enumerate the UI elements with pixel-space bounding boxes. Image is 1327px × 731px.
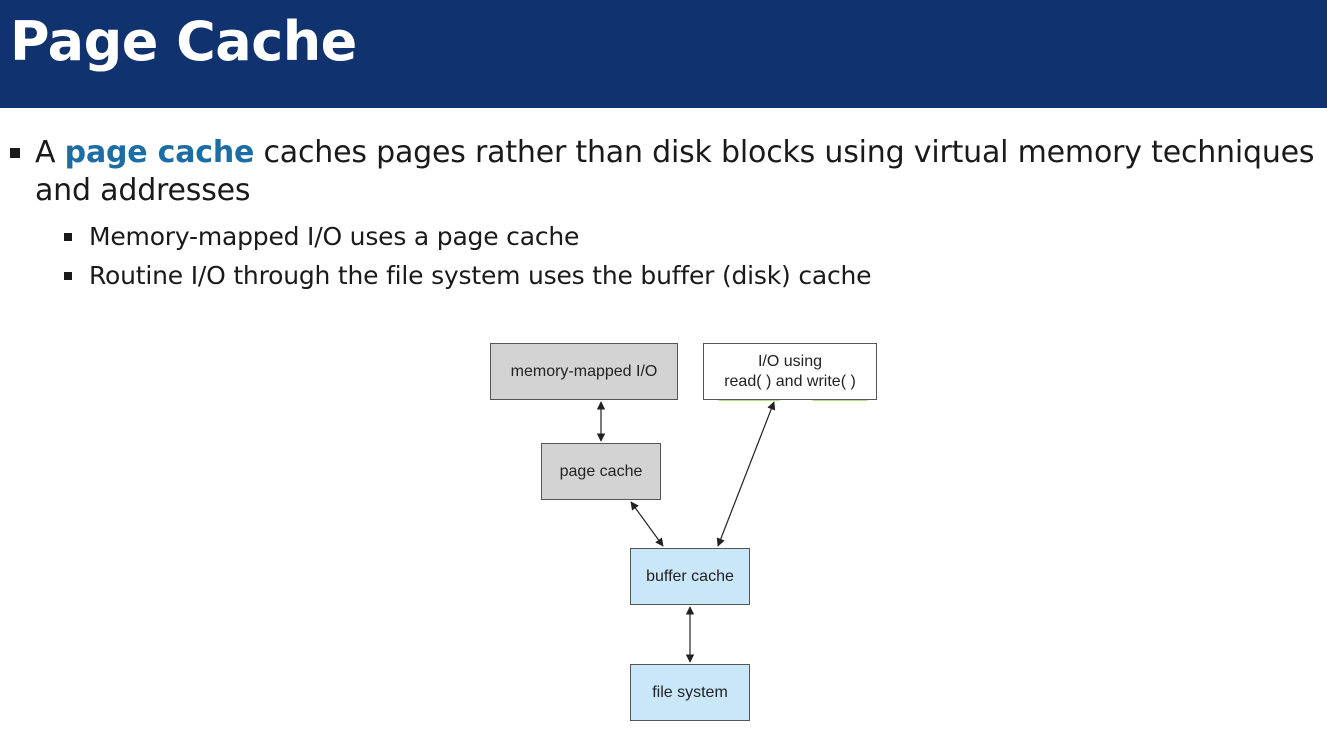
buffer-cache-label: buffer cache bbox=[646, 568, 734, 585]
memory-mapped-io-label: memory-mapped I/O bbox=[510, 363, 658, 380]
subbullet-2: Routine I/O through the file system uses… bbox=[64, 260, 872, 292]
read-write-io-label-line1: I/O using bbox=[757, 352, 823, 370]
subbullet-marker bbox=[64, 272, 72, 280]
bullet-1-prefix: A bbox=[35, 135, 65, 170]
file-system-box: file system bbox=[630, 664, 750, 721]
page-cache-label: page cache bbox=[559, 463, 643, 480]
subbullet-marker bbox=[64, 233, 72, 241]
page-cache-box: page cache bbox=[541, 443, 661, 500]
arrow-page-cache-buffer-cache bbox=[630, 501, 664, 547]
subbullet-1: Memory-mapped I/O uses a page cache bbox=[64, 221, 579, 253]
memory-mapped-io-box: memory-mapped I/O bbox=[490, 343, 678, 400]
bullet-1-suffix: caches pages rather than disk blocks usi… bbox=[35, 135, 1315, 208]
file-system-label: file system bbox=[652, 684, 728, 701]
subbullet-1-text: Memory-mapped I/O uses a page cache bbox=[89, 222, 580, 251]
bullet-marker bbox=[10, 148, 20, 158]
title-bar: Page Cache bbox=[0, 0, 1327, 108]
highlighted-term: page cache bbox=[64, 135, 255, 170]
read-write-io-box: I/O using read( ) and write( ) bbox=[703, 343, 877, 400]
read-write-io-label-line2: read( ) and write( ) bbox=[724, 372, 856, 390]
buffer-cache-box: buffer cache bbox=[630, 548, 750, 605]
bullet-1-text: A page cache caches pages rather than di… bbox=[10, 134, 1315, 210]
bullet-1: A page cache caches pages rather than di… bbox=[10, 134, 1315, 210]
arrow-io-buffer-cache bbox=[716, 401, 776, 547]
subbullet-2-text: Routine I/O through the file system uses… bbox=[89, 261, 872, 290]
slide-title: Page Cache bbox=[10, 10, 357, 73]
